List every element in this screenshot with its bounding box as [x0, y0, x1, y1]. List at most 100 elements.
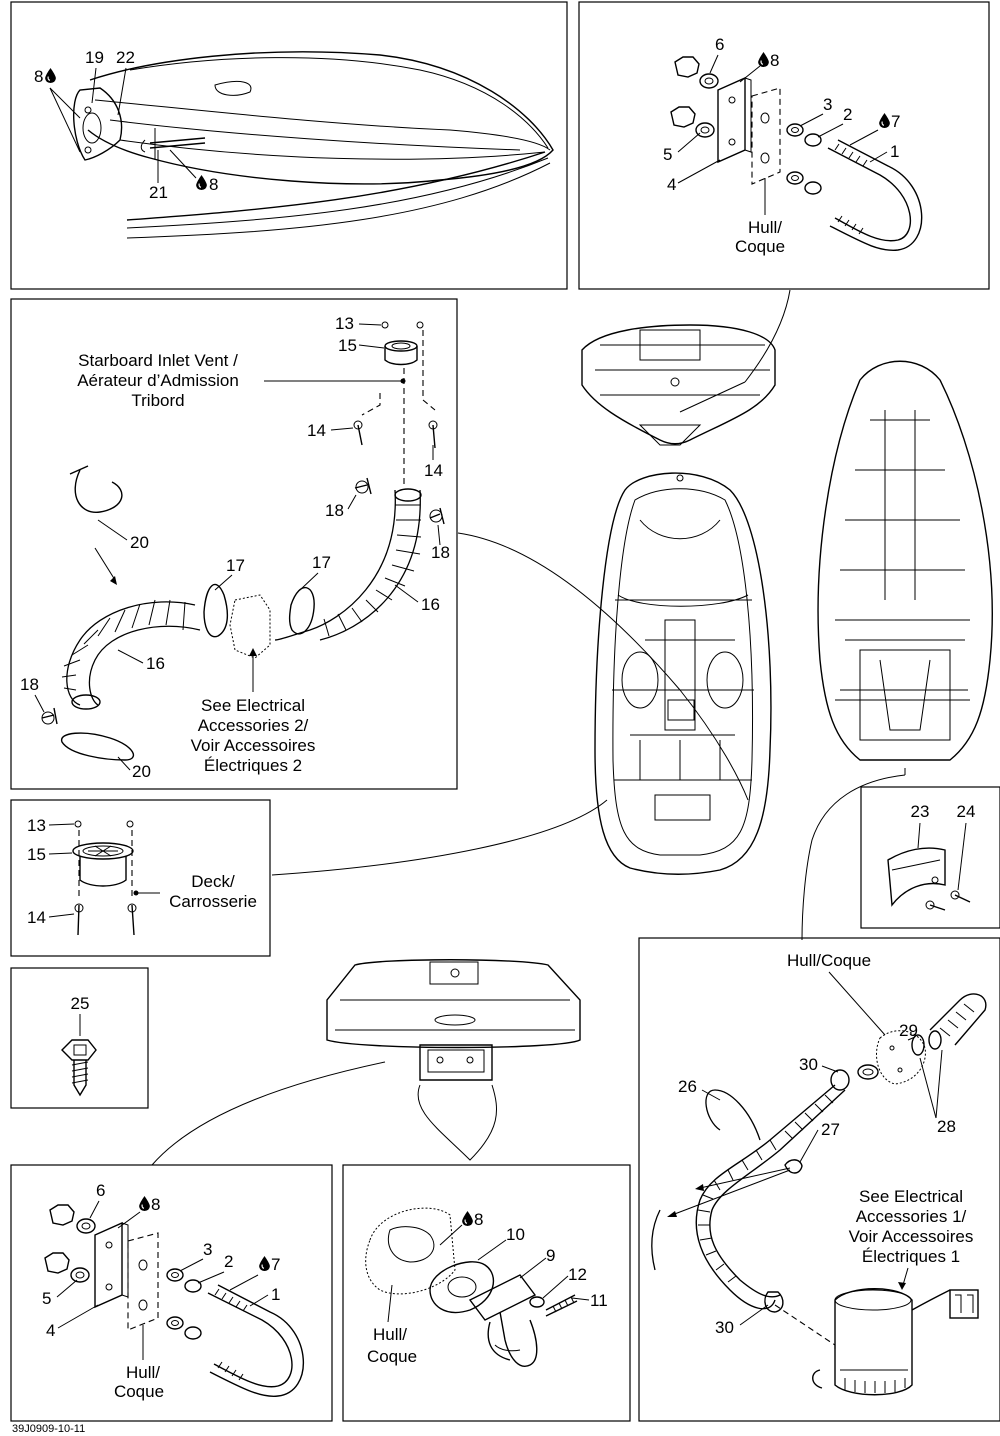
callout-label-panels-drain-callouts-3: 12 [568, 1265, 587, 1284]
panel-hull-bottom-left [10, 1164, 333, 1422]
callout-label-panels-bilge-callouts-2: 28 [937, 1117, 956, 1136]
label-panels-vent-see-line4: Électriques 2 [204, 756, 302, 775]
bow-callouts: 8 19 22 21 8 [34, 48, 218, 202]
panel-deck [10, 799, 271, 957]
callout-label-panels-deck-callouts-1: 15 [27, 845, 46, 864]
bilge-callouts: Hull/Coque 29 30 28 26 27 30 See Electri… [667, 951, 973, 1337]
label-panels-vent-label-line1: Starboard Inlet Vent / [78, 351, 238, 370]
callout-label-panels-vent-callouts-0: 13 [335, 314, 354, 333]
label-panels-deck-label-line1: Deck/ [191, 872, 235, 891]
callout-label-panels-cover-callouts-1: 24 [957, 802, 976, 821]
callout-label-panels-vent-callouts-6: 20 [130, 533, 149, 552]
bilge-illustration [651, 993, 987, 1396]
boat-top-view [271, 472, 772, 876]
panel-screw [10, 967, 149, 1109]
callout-label-panels-hull-bottom-left-callouts-4: 7 [271, 1255, 280, 1274]
label-panels-vent-see-line1: See Electrical [201, 696, 305, 715]
callout-label-panels-cover-callouts-0: 23 [911, 802, 930, 821]
callout-label-panels-hull-bottom-left-callouts-1: 8 [151, 1195, 160, 1214]
callout-label-panels-hull-bottom-left-callouts-6: 1 [271, 1285, 280, 1304]
hull-bottom-hardware [44, 1204, 304, 1397]
callout-label-panels-vent-callouts-10: 16 [146, 654, 165, 673]
callout-label-panels-vent-callouts-4: 18 [325, 501, 344, 520]
callout-label-panels-bilge-callouts-1: 30 [799, 1055, 818, 1074]
callout-label-panels-hull-bottom-left-callouts-0: 6 [96, 1181, 105, 1200]
panel-hull-top-right [578, 1, 990, 290]
vent-callouts: 13 15 14 14 18 18 20 17 17 16 16 18 20 S… [20, 314, 450, 781]
callout-label-panels-deck-callouts-0: 13 [27, 816, 46, 835]
callout-label-panels-hull-top-right-callouts-0: 6 [715, 35, 724, 54]
callout-label-panels-bilge-callouts-5: 30 [715, 1318, 734, 1337]
callout-label-panels-bow-callouts-0: 8 [34, 67, 43, 86]
hull-bottom-callouts: 6 8 3 2 7 5 1 4 Hull/ Coque [42, 1181, 280, 1401]
callout-label-panels-vent-callouts-9: 16 [421, 595, 440, 614]
label-panels-vent-see-line3: Voir Accessoires [191, 736, 316, 755]
deck-callouts: 13 15 14 Deck/ Carrosserie [27, 816, 257, 927]
label-panels-drain-label-coque: Coque [367, 1347, 417, 1366]
screw-illustration [61, 1039, 97, 1097]
panel-drain [342, 1164, 631, 1422]
label-panels-hull-bottom-left-label-coque: Coque [114, 1382, 164, 1401]
label-panels-vent-see-line2: Accessories 2/ [198, 716, 309, 735]
label-panels-bilge-see-line2: Accessories 1/ [856, 1207, 967, 1226]
callout-label-panels-hull-bottom-left-callouts-2: 3 [203, 1240, 212, 1259]
callout-label-panels-vent-callouts-1: 15 [338, 336, 357, 355]
label-panels-deck-label-line2: Carrosserie [169, 892, 257, 911]
callout-label-panels-vent-callouts-7: 17 [226, 556, 245, 575]
label-panels-bilge-see-line1: See Electrical [859, 1187, 963, 1206]
callout-label-panels-drain-callouts-4: 11 [590, 1291, 608, 1310]
callout-label-panels-hull-bottom-left-callouts-5: 5 [42, 1289, 51, 1308]
hull-top-hardware [670, 56, 923, 251]
callout-label-panels-bow-callouts-3: 21 [149, 183, 168, 202]
callout-label-panels-drain-callouts-2: 9 [546, 1246, 555, 1265]
callout-label-panels-drain-callouts-1: 10 [506, 1225, 525, 1244]
cover-illustration [887, 847, 971, 911]
label-panels-hull-bottom-left-label-hull: Hull/ [126, 1363, 160, 1382]
callout-label-panels-bow-callouts-4: 8 [209, 175, 218, 194]
callout-label-panels-vent-callouts-11: 18 [20, 675, 39, 694]
callout-label-panels-bilge-callouts-4: 27 [821, 1120, 840, 1139]
callout-label-panels-hull-top-right-callouts-1: 8 [770, 51, 779, 70]
diagram-code: 39J0909-10-11 [12, 1423, 85, 1435]
bow-illustration [72, 51, 554, 239]
callout-label-panels-bilge-callouts-0: 29 [899, 1021, 918, 1040]
label-panels-bilge-see-line3: Voir Accessoires [849, 1227, 974, 1246]
callout-label-panels-deck-callouts-2: 14 [27, 908, 46, 927]
callout-label-panels-bow-callouts-2: 22 [116, 48, 135, 67]
callout-label-panels-hull-bottom-left-callouts-3: 2 [224, 1252, 233, 1271]
label-panels-vent-label-line2: Aérateur d’Admission [77, 371, 239, 390]
hull-top-callouts: 6 8 3 2 7 5 1 4 Hull/ Coque [663, 35, 900, 256]
callout-label-panels-hull-top-right-callouts-2: 3 [823, 95, 832, 114]
callout-label-panels-vent-callouts-8: 17 [312, 553, 331, 572]
drain-illustration [365, 1207, 578, 1367]
panel-bilge [638, 937, 1000, 1422]
callout-label-panels-hull-bottom-left-callouts-7: 4 [46, 1321, 55, 1340]
callout-label-panels-bilge-callouts-3: 26 [678, 1077, 697, 1096]
callout-label-panels-hull-top-right-callouts-5: 5 [663, 145, 672, 164]
callout-label-panels-vent-callouts-5: 18 [431, 543, 450, 562]
callout-label-panels-drain-callouts-0: 8 [474, 1210, 483, 1229]
boat-bottom-view [801, 360, 993, 941]
panel-vent [10, 298, 458, 790]
drain-callouts: 8 10 9 12 11 Hull/ Coque [367, 1210, 608, 1366]
panel-cover [860, 786, 1000, 929]
panel-bow [10, 1, 568, 290]
label-panels-vent-label-line3: Tribord [131, 391, 184, 410]
callout-label-panels-vent-callouts-2: 14 [307, 421, 326, 440]
deck-illustration [72, 820, 137, 936]
label-panels-bilge-see-line4: Électriques 1 [862, 1247, 960, 1266]
callout-label-panels-screw-callouts-0: 25 [71, 994, 90, 1013]
label-panels-hull-top-right-label-hull: Hull/ [748, 218, 782, 237]
boat-rear-view [581, 289, 791, 446]
callout-label-panels-vent-callouts-3: 14 [424, 461, 443, 480]
label-panels-bilge-title: Hull/Coque [787, 951, 871, 970]
callout-label-panels-hull-top-right-callouts-3: 2 [843, 105, 852, 124]
label-panels-drain-label-hull: Hull/ [373, 1325, 407, 1344]
screw-callouts: 25 [71, 994, 90, 1036]
label-panels-hull-top-right-label-coque: Coque [735, 237, 785, 256]
callout-label-panels-bow-callouts-1: 19 [85, 48, 104, 67]
callout-label-panels-hull-top-right-callouts-4: 7 [891, 112, 900, 131]
vent-illustration [41, 321, 445, 761]
callout-label-panels-hull-top-right-callouts-7: 4 [667, 175, 676, 194]
